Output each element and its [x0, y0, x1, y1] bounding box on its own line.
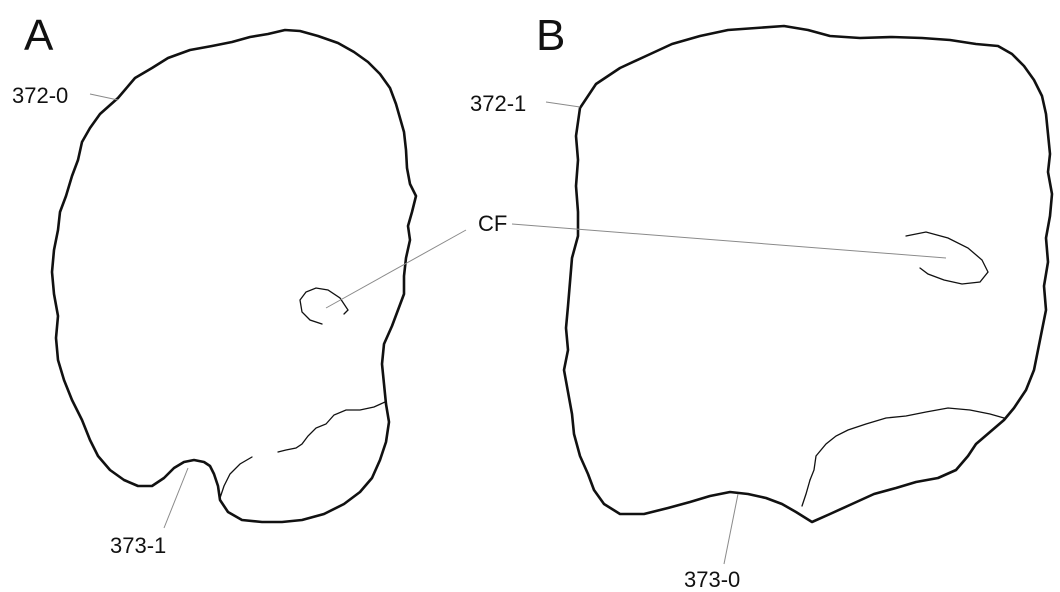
panel-b-ridge-lower — [802, 480, 810, 506]
panel-a-letter: A — [24, 11, 54, 60]
panel-b-top-leader — [546, 102, 580, 107]
panel-a-top-label: 372-0 — [12, 83, 68, 108]
cf-label: CF — [478, 211, 507, 236]
panel-b-bottom-leader — [724, 494, 738, 564]
panel-a-ridge-lower — [220, 457, 252, 498]
panel-a-ridge-upper — [278, 402, 385, 452]
panel-a-bottom-leader — [164, 468, 188, 528]
cf-leader-a — [326, 230, 466, 308]
panel-a-outline — [52, 30, 416, 522]
panel-a-cf-curl — [300, 288, 348, 324]
panel-a: A 372-0 373-1 — [12, 11, 416, 558]
panel-b-bottom-label: 373-0 — [684, 567, 740, 592]
panel-b: B 372-1 373-0 — [470, 11, 1052, 592]
panel-a-top-leader — [90, 94, 118, 100]
panel-b-top-label: 372-1 — [470, 91, 526, 116]
panel-b-outline — [564, 26, 1052, 522]
panel-a-bottom-label: 373-1 — [110, 533, 166, 558]
cf-callout: CF — [326, 211, 946, 308]
panel-b-cf-curl — [906, 232, 988, 284]
panel-b-letter: B — [536, 11, 565, 60]
